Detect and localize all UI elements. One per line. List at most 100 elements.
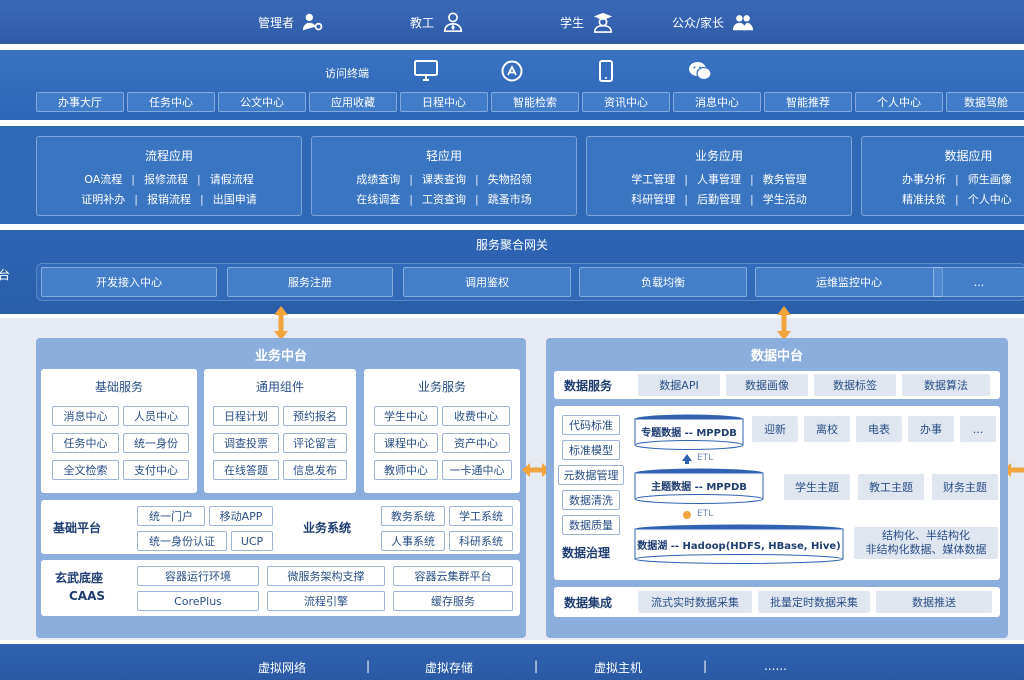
base-chip[interactable]: 移动APP bbox=[209, 506, 273, 526]
infra-virtual-storage[interactable]: 虚拟存储 bbox=[425, 661, 474, 675]
service-chip[interactable]: 在线答题 bbox=[213, 460, 279, 480]
service-chip[interactable]: 支付中心 bbox=[123, 460, 189, 480]
service-group-common: 通用组件 日程计划 预约报名 调查投票 评论留言 在线答题 信息发布 bbox=[204, 369, 356, 493]
app-item[interactable]: OA流程 bbox=[84, 173, 123, 186]
gateway-auth[interactable]: 调用鉴权 bbox=[403, 267, 571, 297]
data-service-chip[interactable]: 数据画像 bbox=[726, 374, 808, 396]
app-item[interactable]: 成绩查询 bbox=[356, 173, 401, 186]
infra-separator: | bbox=[366, 659, 371, 673]
service-chip[interactable]: 任务中心 bbox=[52, 433, 119, 453]
app-item[interactable]: 失物招领 bbox=[487, 173, 532, 186]
app-item[interactable]: 精准扶贫 bbox=[902, 193, 946, 206]
governance-chip[interactable]: 数据清洗 bbox=[562, 490, 620, 510]
app-item[interactable]: 证明补办 bbox=[81, 193, 126, 206]
caas-chip[interactable]: 容器运行环境 bbox=[137, 566, 259, 586]
app-item[interactable]: 出国申请 bbox=[212, 193, 257, 206]
app-item[interactable]: 个人中心 bbox=[967, 193, 1012, 206]
service-chip[interactable]: 一卡通中心 bbox=[442, 460, 512, 480]
app-item[interactable]: 工资查询 bbox=[422, 193, 466, 206]
service-chip[interactable]: 信息发布 bbox=[283, 460, 347, 480]
infra-virtual-host[interactable]: 虚拟主机 bbox=[594, 661, 643, 675]
governance-chip[interactable]: 数据质量 bbox=[562, 515, 620, 535]
app-item[interactable]: 人事管理 bbox=[697, 173, 741, 186]
channel-service-hall[interactable]: 办事大厅 bbox=[36, 92, 124, 112]
app-item[interactable]: 教务管理 bbox=[762, 173, 807, 186]
topic-chip[interactable]: 迎新 bbox=[752, 416, 798, 442]
service-chip[interactable]: 资产中心 bbox=[442, 433, 510, 453]
app-item[interactable]: 办事分析 bbox=[902, 173, 946, 186]
channel-news-center[interactable]: 资讯中心 bbox=[582, 92, 670, 112]
app-item[interactable]: 科研管理 bbox=[631, 193, 676, 206]
system-chip[interactable]: 人事系统 bbox=[381, 531, 445, 551]
channel-task-center[interactable]: 任务中心 bbox=[127, 92, 215, 112]
user-student[interactable]: 学生 bbox=[560, 10, 614, 34]
infra-virtual-network[interactable]: 虚拟网络 bbox=[258, 661, 307, 675]
gateway-dev-access[interactable]: 开发接入中心 bbox=[41, 267, 217, 297]
base-chip[interactable]: UCP bbox=[231, 531, 273, 551]
system-chip[interactable]: 学工系统 bbox=[449, 506, 513, 526]
caas-chip[interactable]: 微服务架构支撑 bbox=[267, 566, 385, 586]
app-item[interactable]: 后勤管理 bbox=[697, 193, 741, 206]
governance-chip[interactable]: 元数据管理 bbox=[558, 465, 624, 485]
app-item[interactable]: 学生活动 bbox=[762, 193, 807, 206]
app-item[interactable]: 报修流程 bbox=[144, 173, 188, 186]
integration-chip[interactable]: 批量定时数据采集 bbox=[758, 591, 870, 613]
caas-chip[interactable]: CorePlus bbox=[137, 591, 259, 611]
channel-smart-search[interactable]: 智能检索 bbox=[491, 92, 579, 112]
app-item[interactable]: 师生画像 bbox=[967, 173, 1012, 186]
channel-message-center[interactable]: 消息中心 bbox=[673, 92, 761, 112]
subject-chip[interactable]: 教工主题 bbox=[858, 474, 924, 500]
base-chip[interactable]: 统一身份认证 bbox=[137, 531, 227, 551]
app-item[interactable]: 请假流程 bbox=[209, 173, 254, 186]
data-service-chip[interactable]: 数据API bbox=[638, 374, 720, 396]
gateway-more[interactable]: ... bbox=[933, 267, 1024, 297]
caas-chip[interactable]: 流程引擎 bbox=[267, 591, 385, 611]
channel-document-center[interactable]: 公文中心 bbox=[218, 92, 306, 112]
service-chip[interactable]: 全文检索 bbox=[52, 460, 119, 480]
user-public-parents[interactable]: 公众/家长 bbox=[672, 10, 754, 34]
gateway-ops-monitor[interactable]: 运维监控中心 bbox=[755, 267, 943, 297]
governance-chip[interactable]: 标准模型 bbox=[562, 440, 620, 460]
governance-chip[interactable]: 代码标准 bbox=[562, 415, 620, 435]
subject-chip[interactable]: 财务主题 bbox=[932, 474, 998, 500]
topic-chip[interactable]: ... bbox=[960, 416, 996, 442]
service-chip[interactable]: 消息中心 bbox=[52, 406, 119, 426]
channel-smart-recommend[interactable]: 智能推荐 bbox=[764, 92, 852, 112]
caas-chip[interactable]: 容器云集群平台 bbox=[393, 566, 513, 586]
integration-chip[interactable]: 流式实时数据采集 bbox=[638, 591, 752, 613]
app-item[interactable]: 学工管理 bbox=[631, 173, 676, 186]
user-admin[interactable]: 管理者 bbox=[258, 10, 324, 34]
service-chip[interactable]: 教师中心 bbox=[374, 460, 438, 480]
service-chip[interactable]: 学生中心 bbox=[374, 406, 438, 426]
service-chip[interactable]: 评论留言 bbox=[283, 433, 347, 453]
integration-chip[interactable]: 数据推送 bbox=[876, 591, 992, 613]
user-staff[interactable]: 教工 bbox=[410, 10, 464, 34]
gateway-load-balance[interactable]: 负载均衡 bbox=[579, 267, 747, 297]
topic-chip[interactable]: 电表 bbox=[856, 416, 902, 442]
subject-chip[interactable]: 学生主题 bbox=[784, 474, 850, 500]
data-service-chip[interactable]: 数据标签 bbox=[814, 374, 896, 396]
service-chip[interactable]: 调查投票 bbox=[213, 433, 279, 453]
channel-schedule-center[interactable]: 日程中心 bbox=[400, 92, 488, 112]
app-item[interactable]: 报销流程 bbox=[147, 193, 191, 206]
app-item[interactable]: 跳蚤市场 bbox=[487, 193, 532, 206]
base-chip[interactable]: 统一门户 bbox=[137, 506, 205, 526]
app-item[interactable]: 课表查询 bbox=[422, 173, 466, 186]
caas-chip[interactable]: 缓存服务 bbox=[393, 591, 513, 611]
service-chip[interactable]: 人员中心 bbox=[123, 406, 189, 426]
channel-app-favorites[interactable]: 应用收藏 bbox=[309, 92, 397, 112]
service-chip[interactable]: 统一身份 bbox=[123, 433, 189, 453]
system-chip[interactable]: 教务系统 bbox=[381, 506, 445, 526]
service-chip[interactable]: 收费中心 bbox=[442, 406, 510, 426]
service-chip[interactable]: 预约报名 bbox=[283, 406, 347, 426]
gateway-service-registry[interactable]: 服务注册 bbox=[227, 267, 393, 297]
app-item[interactable]: 在线调查 bbox=[356, 193, 401, 206]
data-service-chip[interactable]: 数据算法 bbox=[902, 374, 990, 396]
service-chip[interactable]: 课程中心 bbox=[374, 433, 438, 453]
service-chip[interactable]: 日程计划 bbox=[213, 406, 279, 426]
topic-chip[interactable]: 办事 bbox=[908, 416, 954, 442]
channel-data-cockpit[interactable]: 数据驾舱 bbox=[946, 92, 1024, 112]
channel-personal-center[interactable]: 个人中心 bbox=[855, 92, 943, 112]
topic-chip[interactable]: 离校 bbox=[804, 416, 850, 442]
system-chip[interactable]: 科研系统 bbox=[449, 531, 513, 551]
